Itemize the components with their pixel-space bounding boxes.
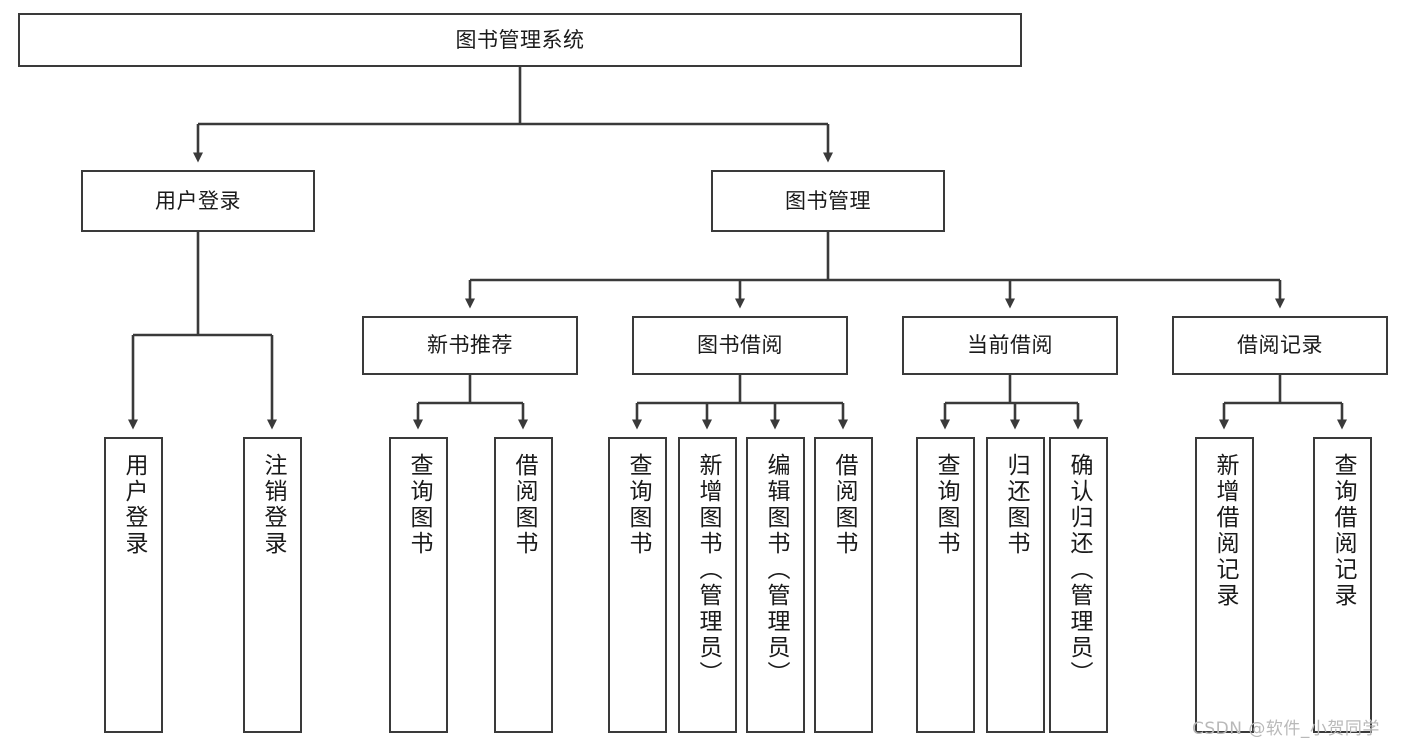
node-leaf-add-record[interactable]: 新增借阅记录 [1195,437,1254,733]
node-leaf-add-book-label: 新增图书（管理员） [695,453,721,687]
node-leaf-add-book[interactable]: 新增图书（管理员） [678,437,737,733]
node-leaf-borrow-book-1[interactable]: 借阅图书 [494,437,553,733]
node-leaf-query-book-2-label: 查询图书 [625,453,651,557]
node-leaf-confirm-return[interactable]: 确认归还（管理员） [1049,437,1108,733]
node-leaf-borrow-book-1-label: 借阅图书 [511,453,537,557]
node-leaf-query-book-2[interactable]: 查询图书 [608,437,667,733]
node-book-borrow-label: 图书借阅 [697,333,783,358]
node-leaf-return-book-label: 归还图书 [1003,453,1029,557]
node-book-management-label: 图书管理 [785,188,871,213]
node-leaf-query-book-1-label: 查询图书 [406,453,432,557]
node-new-book-recommend-label: 新书推荐 [427,333,513,358]
node-root[interactable]: 图书管理系统 [18,13,1022,67]
node-borrow-record[interactable]: 借阅记录 [1172,316,1388,375]
node-book-borrow[interactable]: 图书借阅 [632,316,848,375]
node-leaf-query-record[interactable]: 查询借阅记录 [1313,437,1372,733]
node-leaf-edit-book-label: 编辑图书（管理员） [763,453,789,687]
node-leaf-query-book-1[interactable]: 查询图书 [389,437,448,733]
node-current-borrow[interactable]: 当前借阅 [902,316,1118,375]
node-leaf-query-book-3[interactable]: 查询图书 [916,437,975,733]
node-user-login-label: 用户登录 [155,188,241,213]
node-leaf-borrow-book-2[interactable]: 借阅图书 [814,437,873,733]
node-leaf-return-book[interactable]: 归还图书 [986,437,1045,733]
node-borrow-record-label: 借阅记录 [1237,333,1323,358]
node-book-management[interactable]: 图书管理 [711,170,945,232]
node-leaf-add-record-label: 新增借阅记录 [1212,453,1238,609]
node-leaf-borrow-book-2-label: 借阅图书 [831,453,857,557]
node-current-borrow-label: 当前借阅 [967,333,1053,358]
node-user-login[interactable]: 用户登录 [81,170,315,232]
watermark-text: CSDN @软件_小贺同学 [1192,719,1380,739]
node-leaf-user-login-label: 用户登录 [121,453,147,557]
node-leaf-user-login[interactable]: 用户登录 [104,437,163,733]
node-leaf-logout-login-label: 注销登录 [260,453,286,557]
node-leaf-query-book-3-label: 查询图书 [933,453,959,557]
node-leaf-confirm-return-label: 确认归还（管理员） [1066,453,1092,687]
node-new-book-recommend[interactable]: 新书推荐 [362,316,578,375]
node-root-label: 图书管理系统 [455,27,585,52]
node-leaf-edit-book[interactable]: 编辑图书（管理员） [746,437,805,733]
node-leaf-query-record-label: 查询借阅记录 [1330,453,1356,609]
node-leaf-logout-login[interactable]: 注销登录 [243,437,302,733]
